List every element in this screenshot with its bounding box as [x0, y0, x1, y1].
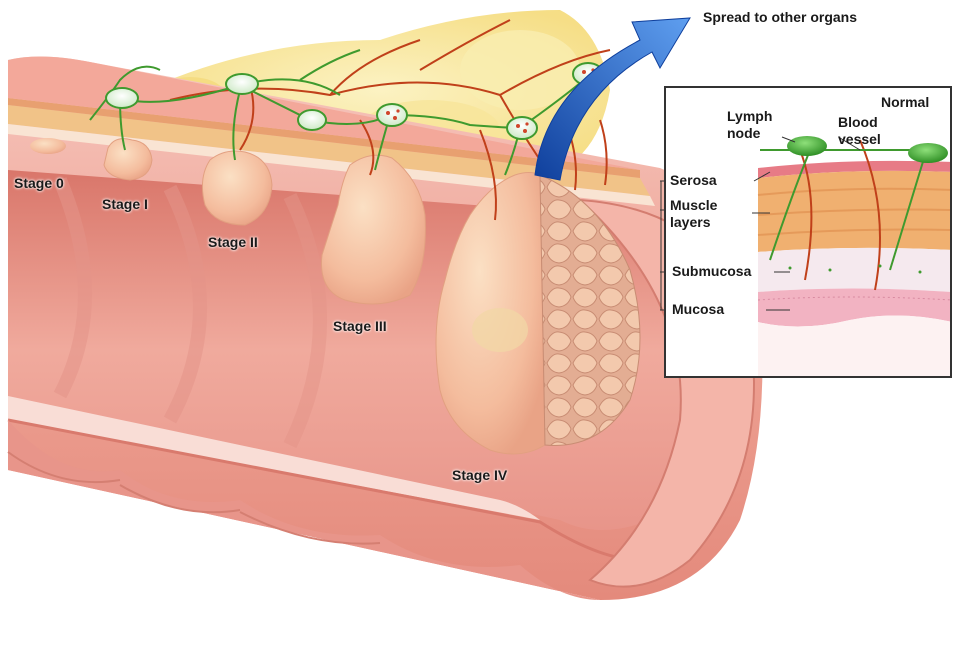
normal-wall-inset [660, 86, 952, 378]
tumor-stage-1 [103, 138, 153, 181]
stage-3-label: Stage III [333, 318, 387, 334]
muscle-layers-label: Muscle layers [670, 197, 717, 231]
spread-arrow [534, 17, 691, 181]
blood-vessel-label-line2: vessel [838, 131, 881, 147]
mucosa-label: Mucosa [672, 301, 725, 317]
stage-1-label: Stage I [102, 196, 148, 212]
lymph-node [297, 109, 327, 131]
spread-to-other-organs-label: Spread to other organs [703, 9, 858, 25]
lymph-node-invaded [376, 103, 408, 127]
stage-4-label: Stage IV [452, 467, 508, 483]
tumor-stage-4 [435, 172, 641, 455]
tumor-stage-0 [30, 138, 66, 154]
lymph-node-green [908, 143, 948, 163]
stage-0-label: Stage 0 [14, 175, 64, 191]
blood-vessel-label-line1: Blood [838, 114, 878, 130]
inset-title-normal: Normal [881, 94, 930, 110]
lymph-node-invaded [506, 116, 538, 140]
muscle-layers-label-line1: Muscle [670, 197, 718, 213]
lymph-node-label: Lymph node [727, 108, 772, 142]
tumor-stage-2 [201, 150, 273, 226]
lymph-node [225, 73, 259, 95]
serosa-label: Serosa [670, 172, 717, 188]
blood-vessel-label: Blood vessel [838, 114, 881, 148]
stage-2-label: Stage II [208, 234, 258, 250]
lymph-node-label-line2: node [727, 125, 761, 141]
lymph-node-green [787, 136, 827, 156]
muscle-layers-label-line2: layers [670, 214, 711, 230]
tumor-stage-3 [320, 154, 426, 305]
submucosa-label: Submucosa [672, 263, 752, 279]
lymph-node [105, 87, 139, 109]
lymph-node-label-line1: Lymph [727, 108, 773, 124]
tumors [30, 138, 641, 455]
